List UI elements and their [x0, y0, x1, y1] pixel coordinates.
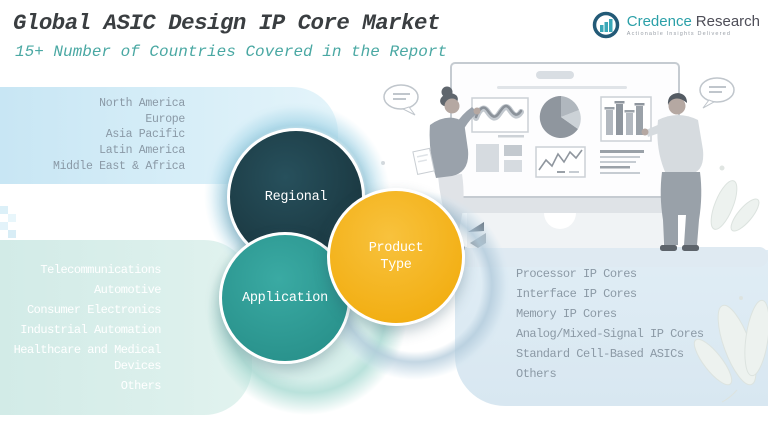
- list-item: Healthcare and Medical Devices: [13, 343, 162, 373]
- pie-chart: [539, 95, 581, 138]
- product-type-circle: Product Type: [327, 188, 465, 326]
- text-block: [600, 150, 644, 174]
- speech-bubble-left: [383, 84, 419, 116]
- list-item: Telecommunications: [40, 263, 161, 277]
- monitor-bezel: [451, 197, 679, 213]
- list-item: Automotive: [93, 283, 162, 297]
- list-item: Europe: [145, 112, 185, 126]
- dot-decoration: [739, 296, 743, 300]
- page-subtitle: 15+ Number of Countries Covered in the R…: [15, 43, 448, 61]
- checker-decoration: [0, 206, 16, 238]
- list-item: North America: [99, 97, 185, 110]
- page-title: Global ASIC Design IP Core Market: [13, 10, 440, 36]
- logo-chart-icon: [592, 11, 619, 39]
- list-item: Consumer Electronics: [26, 303, 162, 317]
- dot-decoration: [381, 161, 385, 165]
- list-item: Processor IP Cores: [516, 267, 637, 281]
- list-item: Analog/Mixed-Signal IP Cores: [516, 327, 704, 341]
- presentation-board: [450, 62, 680, 248]
- product-type-circle-label: Product Type: [368, 241, 424, 273]
- tiles-block: [476, 144, 522, 172]
- line-chart: [535, 146, 586, 178]
- wavy-line-chart: [471, 97, 529, 138]
- leaves-decoration: [693, 180, 768, 403]
- presenter-man: [641, 93, 704, 251]
- dot-decoration: [719, 165, 725, 171]
- logo-tagline: Actionable Insights Delivered: [626, 31, 732, 37]
- list-item: Interface IP Cores: [516, 287, 637, 301]
- logo-name-primary: Credence: [626, 13, 692, 30]
- application-circle-label: Application: [242, 290, 328, 306]
- list-item: Others: [516, 367, 557, 381]
- list-item: Latin America: [99, 144, 185, 158]
- speech-bubble-right: [699, 77, 735, 109]
- logo-name-secondary: Research: [695, 13, 760, 30]
- list-item: Middle East & Africa: [52, 159, 185, 173]
- list-item: Others: [120, 378, 162, 393]
- list-item: Asia Pacific: [105, 128, 186, 142]
- list-item: Memory IP Cores: [516, 307, 617, 321]
- list-item: Standard Cell-Based ASICs: [516, 347, 684, 361]
- regional-circle-label: Regional: [264, 189, 328, 205]
- list-item: Industrial Automation: [20, 323, 161, 337]
